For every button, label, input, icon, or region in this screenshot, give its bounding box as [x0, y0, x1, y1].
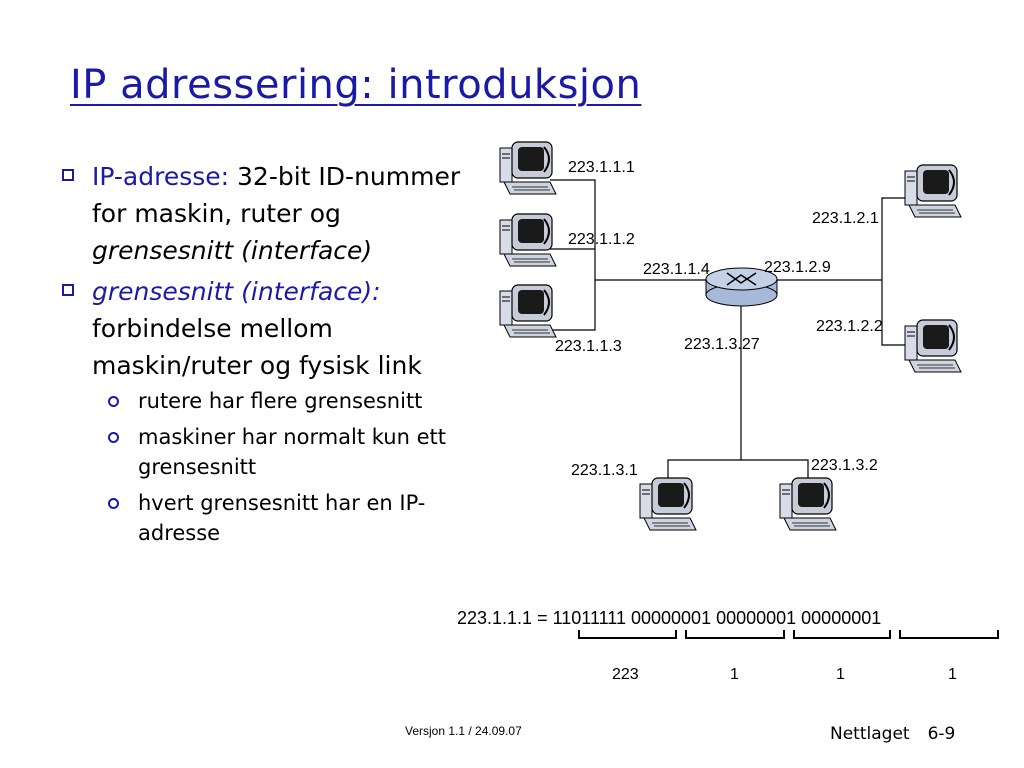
circle-bullet-icon	[108, 396, 119, 407]
router-icon	[705, 267, 778, 307]
octet-brackets	[578, 630, 999, 639]
sub-bullet-text: rutere har flere grensesnitt	[138, 389, 423, 413]
slide-title: IP adressering: introduksjon	[70, 62, 642, 108]
bullet-list: IP-adresse: 32-bit ID-nummer for maskin,…	[58, 158, 478, 554]
sub-bullet: hvert grensesnitt har en IP-adresse	[58, 488, 478, 548]
bullet-interface: grensesnitt (interface): forbindelse mel…	[58, 273, 478, 548]
octet-decimal-label: 1	[948, 666, 957, 683]
bullet-term: grensesnitt (interface):	[92, 277, 381, 306]
sub-bullet: rutere har flere grensesnitt	[58, 386, 478, 416]
bullet-text: forbindelse mellom maskin/ruter og fysis…	[92, 314, 422, 380]
subnet2-links	[775, 197, 910, 346]
footer-chapter: Nettlaget	[830, 724, 910, 744]
bullet-italic-text: grensesnitt (interface)	[92, 236, 373, 265]
subnet1-links	[550, 179, 708, 331]
sub-bullet-list: rutere har flere grensesnitt maskiner ha…	[58, 386, 478, 548]
sub-bullet-text: hvert grensesnitt har en IP-adresse	[138, 491, 426, 545]
bullet-text: 32-bit ID-nummer for maskin, ruter og	[92, 162, 461, 228]
router-interface-label: 223.1.2.9	[764, 259, 831, 276]
host-computer-icon	[904, 164, 962, 218]
host-computer-icon	[499, 284, 557, 338]
bullet-ip-address: IP-adresse: 32-bit ID-nummer for maskin,…	[58, 158, 478, 269]
host-address-label: 223.1.1.1	[568, 159, 635, 176]
circle-bullet-icon	[108, 432, 119, 443]
host-address-label: 223.1.2.1	[812, 210, 879, 227]
host-address-label: 223.1.3.2	[811, 457, 878, 474]
circle-bullet-icon	[108, 498, 119, 509]
host-address-label: 223.1.2.2	[816, 318, 883, 335]
octet-decimal-label: 1	[730, 666, 739, 683]
host-address-label: 223.1.1.3	[555, 338, 622, 355]
binary-address-line: 223.1.1.1 = 11011111 00000001 00000001 0…	[457, 608, 881, 628]
host-computer-icon	[499, 213, 557, 267]
footer-version: Versjon 1.1 / 24.09.07	[405, 724, 522, 738]
octet-decimal-label: 1	[836, 666, 845, 683]
host-address-label: 223.1.1.2	[568, 231, 635, 248]
footer-right: Nettlaget 6-9	[830, 724, 973, 744]
host-computer-icon	[904, 319, 962, 373]
sub-bullet: maskiner har normalt kun ett grensesnitt	[58, 422, 478, 482]
square-bullet-icon	[62, 169, 74, 181]
router-interface-label: 223.1.1.4	[643, 261, 710, 278]
footer-page-number: 6-9	[927, 724, 956, 744]
bullet-term: IP-adresse:	[92, 162, 230, 191]
octet-decimal-label: 223	[612, 666, 639, 683]
square-bullet-icon	[62, 284, 74, 296]
subnet3-links	[667, 300, 809, 488]
sub-bullet-text: maskiner har normalt kun ett grensesnitt	[138, 425, 446, 479]
host-computer-icon	[779, 477, 837, 531]
host-computer-icon	[639, 477, 697, 531]
host-computer-icon	[499, 141, 557, 195]
router-interface-label: 223.1.3.27	[684, 336, 760, 353]
host-address-label: 223.1.3.1	[571, 462, 638, 479]
